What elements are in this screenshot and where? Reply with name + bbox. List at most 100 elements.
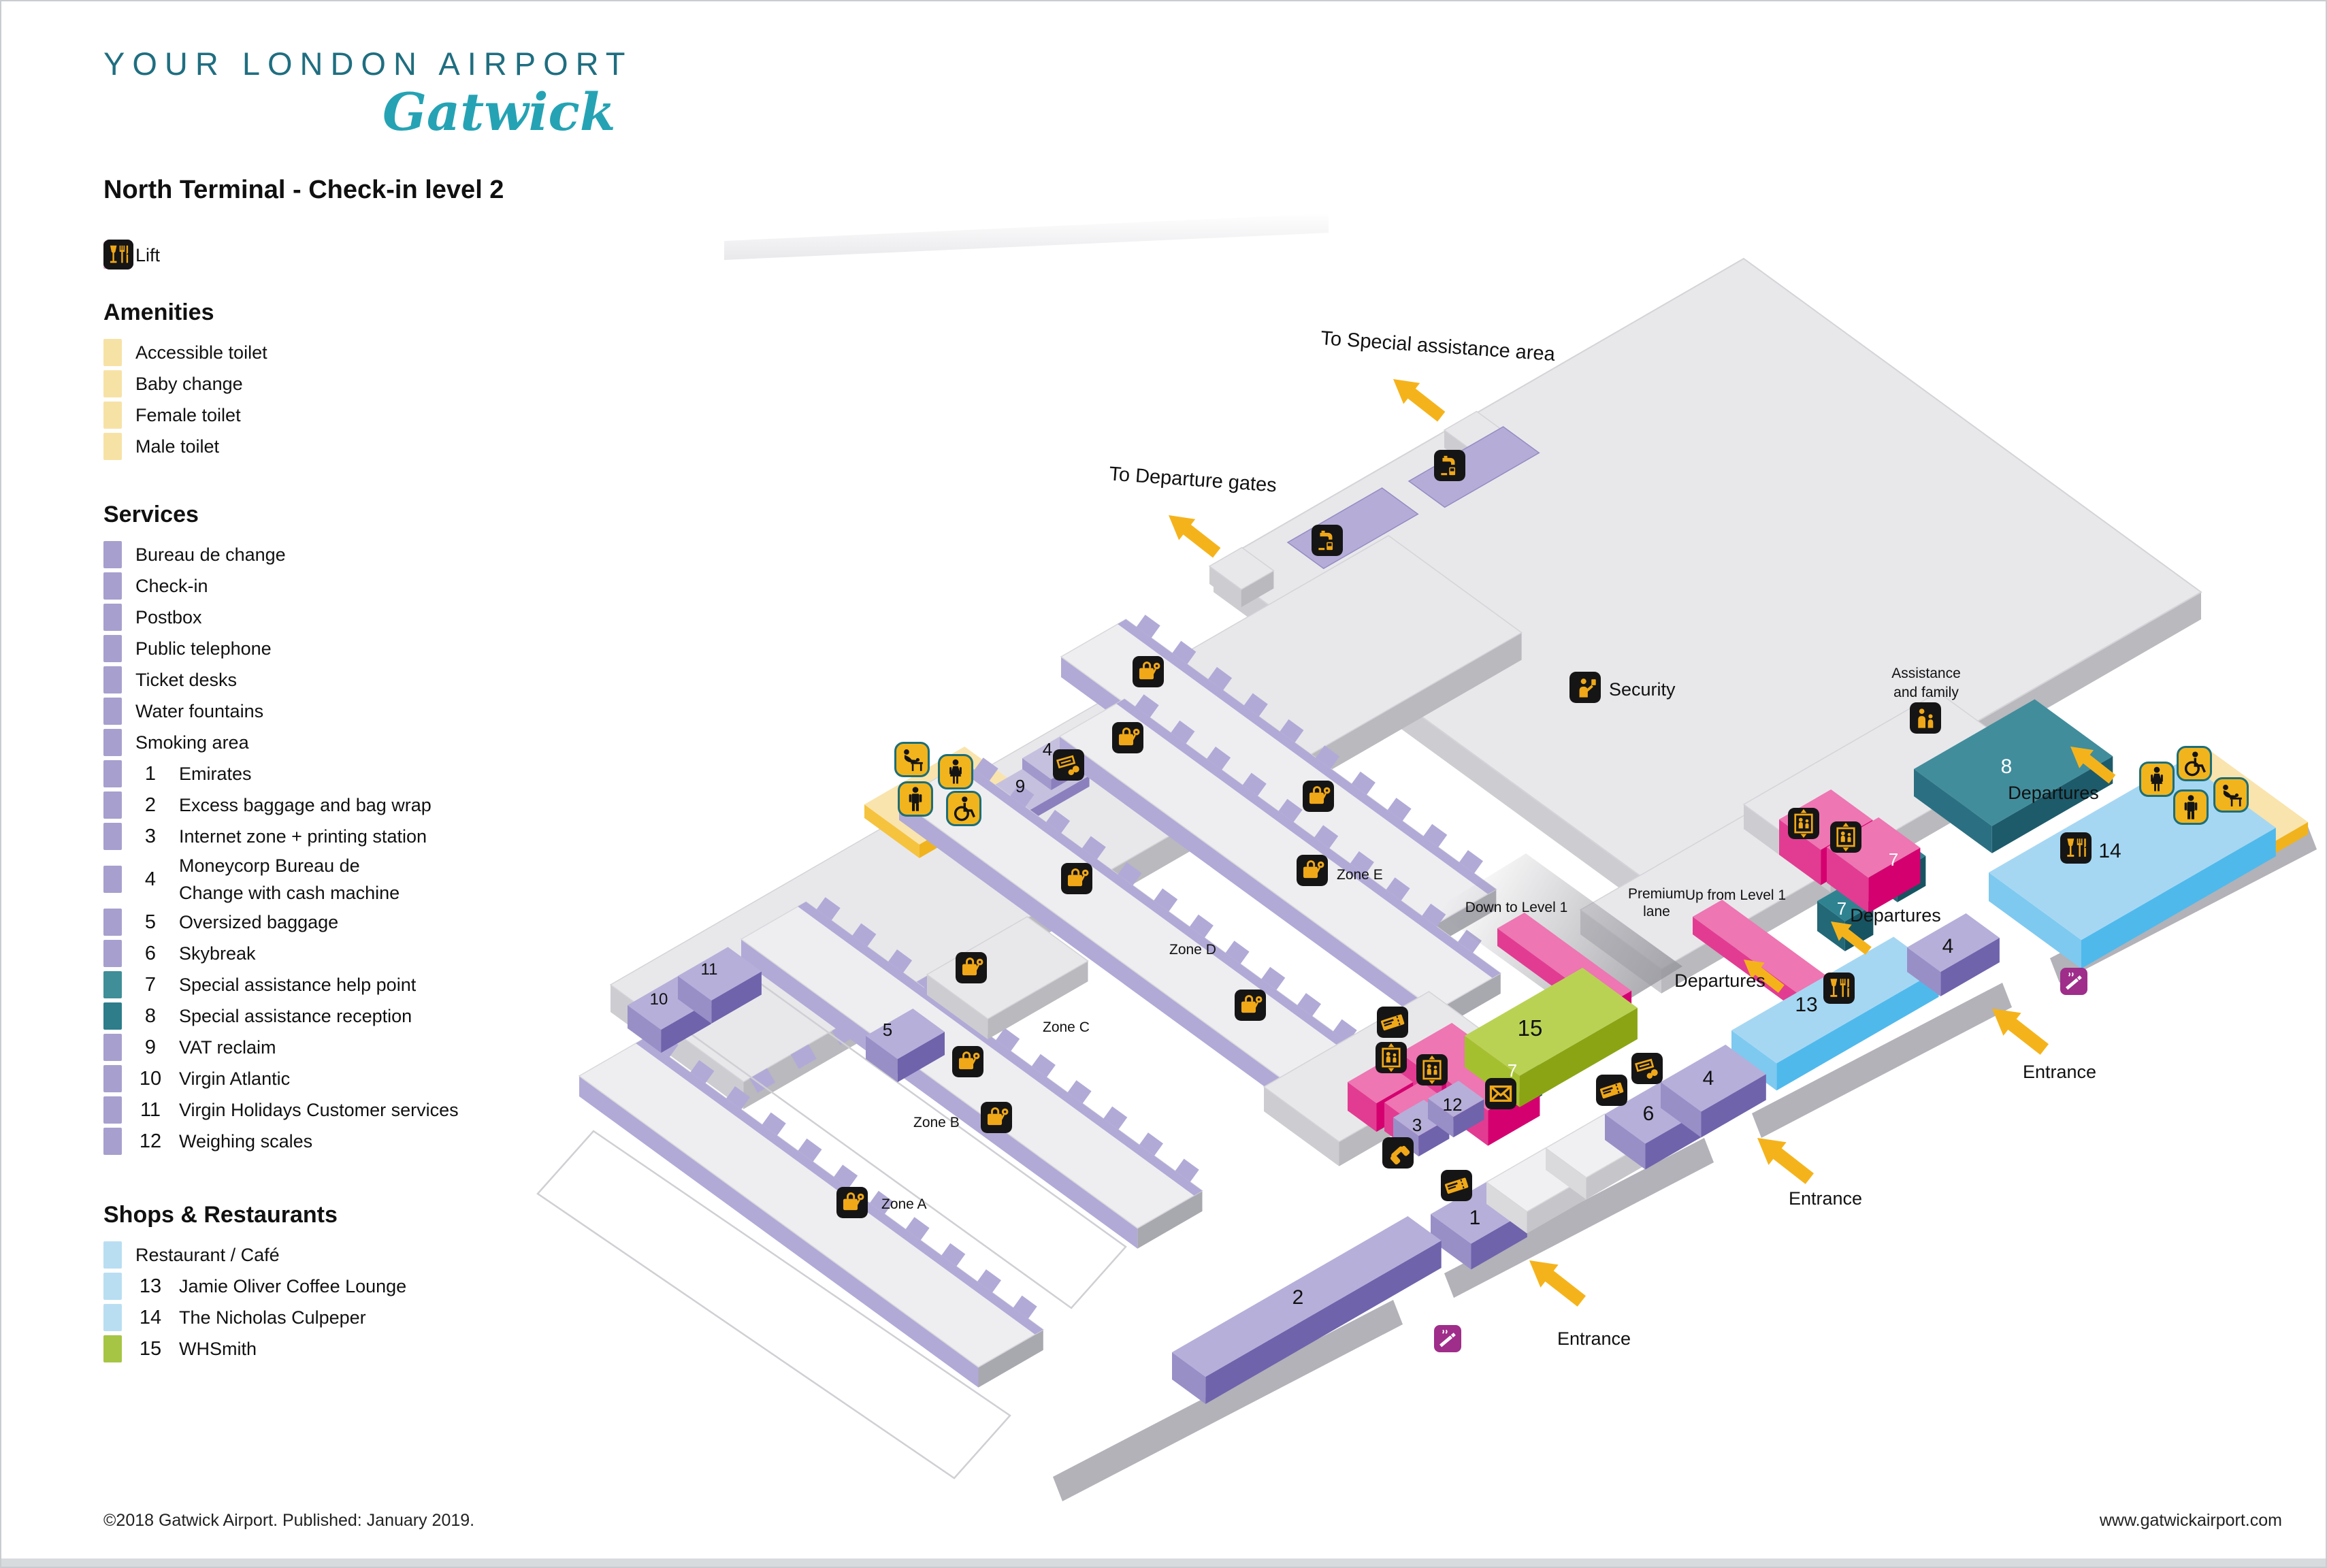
- legend-item: Restaurant / Café: [103, 1239, 648, 1271]
- legend-number: 1: [144, 762, 157, 785]
- legend-item: Public telephone: [103, 633, 648, 664]
- checkin-row-d-desk-tooth: [1280, 719, 1304, 742]
- legend-swatch: [103, 604, 122, 631]
- special-assistance-reception-8-side-sw: [1914, 769, 1992, 853]
- checkin-row-e-desk-tooth: [1135, 694, 1159, 718]
- legend-label: Female toilet: [135, 405, 241, 425]
- legend-number: 11: [140, 1098, 161, 1121]
- checkin-row-a-desk-tooth: [905, 1217, 930, 1241]
- ticket-desk-icon: [1441, 1170, 1472, 1201]
- exit-bump-side-se: [1241, 570, 1274, 608]
- block-number-3: 3: [1412, 1115, 1422, 1135]
- label-departures: Departures: [2008, 783, 2099, 803]
- checkin-row-a-desk-tooth: [941, 1243, 966, 1267]
- block-number-1: 1: [1469, 1207, 1481, 1229]
- checkin-row-a-desk-tooth: [834, 1164, 858, 1188]
- accessible-toilet-icon: [2177, 746, 2212, 781]
- arm-desk-tooth: [749, 1068, 776, 1093]
- block-number-7: 7: [1508, 1060, 1517, 1081]
- legend-number: 15: [139, 1337, 162, 1360]
- legend-label: Oversized baggage: [179, 912, 339, 932]
- legend-label: Check-in: [135, 576, 208, 596]
- gatwick-logo: Gatwick: [383, 82, 616, 142]
- check-in-icon: [1235, 990, 1266, 1021]
- checkin-row-b-desk-tooth: [816, 897, 841, 921]
- moneycorp-4-top: [1661, 1045, 1766, 1112]
- checkin-row-d-desk-tooth: [1423, 823, 1448, 847]
- legend-number: 9: [144, 1036, 157, 1058]
- legend-number: 3: [144, 825, 157, 847]
- legend-item: Water fountains: [103, 696, 648, 727]
- fountain-strip-top: [1407, 426, 1540, 508]
- postbox-icon: [1485, 1078, 1516, 1109]
- legend-swatch: [103, 1065, 122, 1092]
- weighing-scales-12-top: [1428, 1081, 1484, 1117]
- restaurant-icon: [1823, 973, 1855, 1004]
- legend-swatch: [103, 866, 122, 893]
- checkin-row-b-endcap: [1137, 1190, 1203, 1249]
- block-number-4: 4: [1043, 739, 1052, 760]
- checkin-row-c-desk-tooth: [1154, 888, 1178, 912]
- block-number-4: 4: [1703, 1067, 1714, 1090]
- baby-change-icon: [894, 742, 930, 777]
- block-number-14: 14: [2098, 840, 2121, 862]
- checkin-row-a-edge: [636, 1039, 1043, 1335]
- block-number-12: 12: [1443, 1094, 1463, 1115]
- lift-block-side-se: [1868, 847, 1921, 913]
- legend-item: Male toilet: [103, 431, 648, 462]
- website-url: www.gatwickairport.com: [2099, 1511, 2282, 1530]
- checkin-row-d-desk-tooth: [1208, 667, 1233, 691]
- restaurant-icon: [103, 240, 133, 270]
- legend-label: Restaurant / Café: [135, 1245, 280, 1265]
- arrow-to-departure-gates: [1160, 504, 1225, 564]
- checkin-row-d-desk-tooth: [1136, 615, 1160, 638]
- legend-label: Male toilet: [135, 436, 220, 457]
- moneycorp-4-side-sw: [1907, 947, 1941, 996]
- arm-desk-tooth: [790, 1044, 817, 1069]
- legend-swatch: [103, 698, 122, 725]
- block-number-7: 7: [1889, 849, 1898, 870]
- checkin-row-a-desk-tooth: [1013, 1295, 1037, 1319]
- check-in-icon: [952, 1046, 983, 1077]
- weighing-scales-12-side-se: [1453, 1099, 1484, 1138]
- bureau-de-change-icon: [1631, 1053, 1663, 1084]
- legend-swatch: [103, 370, 122, 397]
- checkin-row-c-desk-tooth: [1118, 862, 1142, 885]
- check-in-icon: [1303, 781, 1334, 812]
- page-title: North Terminal - Check-in level 2: [103, 176, 504, 204]
- label-zone-a: Zone A: [881, 1196, 927, 1212]
- legend-swatch: [103, 1034, 122, 1061]
- arrow-entrance: [1748, 1126, 1819, 1190]
- checkin-row-a-desk-tooth: [690, 1060, 715, 1083]
- moneycorp-4-top: [1907, 913, 2000, 972]
- legend-swatch: [103, 909, 122, 936]
- legend-label: Virgin Holidays Customer services: [179, 1100, 459, 1120]
- checkin-row-b-desk-tooth: [852, 923, 877, 947]
- block-number-5: 5: [883, 1019, 892, 1040]
- checkin-row-b-desk-tooth: [1175, 1158, 1199, 1182]
- accessible-toilet-icon: [946, 791, 981, 826]
- legend-swatch: [103, 433, 122, 460]
- whsmith-15-top: [1465, 968, 1638, 1076]
- legend-label: Public telephone: [135, 638, 272, 659]
- virgin-holidays-11-top: [678, 947, 762, 1000]
- checkin-row-b-edge: [798, 902, 1203, 1196]
- whsmith-15-side-se: [1519, 1007, 1638, 1107]
- kerb: [1752, 983, 2012, 1138]
- moneycorp-4-side-se: [1701, 1074, 1766, 1138]
- legend-label: Virgin Atlantic: [179, 1068, 291, 1089]
- label-departures: Departures: [1850, 905, 1941, 926]
- virgin-holidays-11-side-sw: [678, 976, 712, 1024]
- checkin-row-c-desk-tooth: [1010, 783, 1035, 807]
- legend-item: Postbox: [103, 602, 648, 633]
- checkin-row-a-side: [579, 1076, 979, 1388]
- checkin-row-c-desk-tooth: [1046, 810, 1071, 834]
- block-number-7: 7: [1837, 898, 1846, 919]
- female-toilet-icon: [2139, 762, 2175, 797]
- checkin-row-e-desk-tooth: [1278, 798, 1303, 822]
- checkin-row-c-desk-tooth: [1225, 941, 1250, 964]
